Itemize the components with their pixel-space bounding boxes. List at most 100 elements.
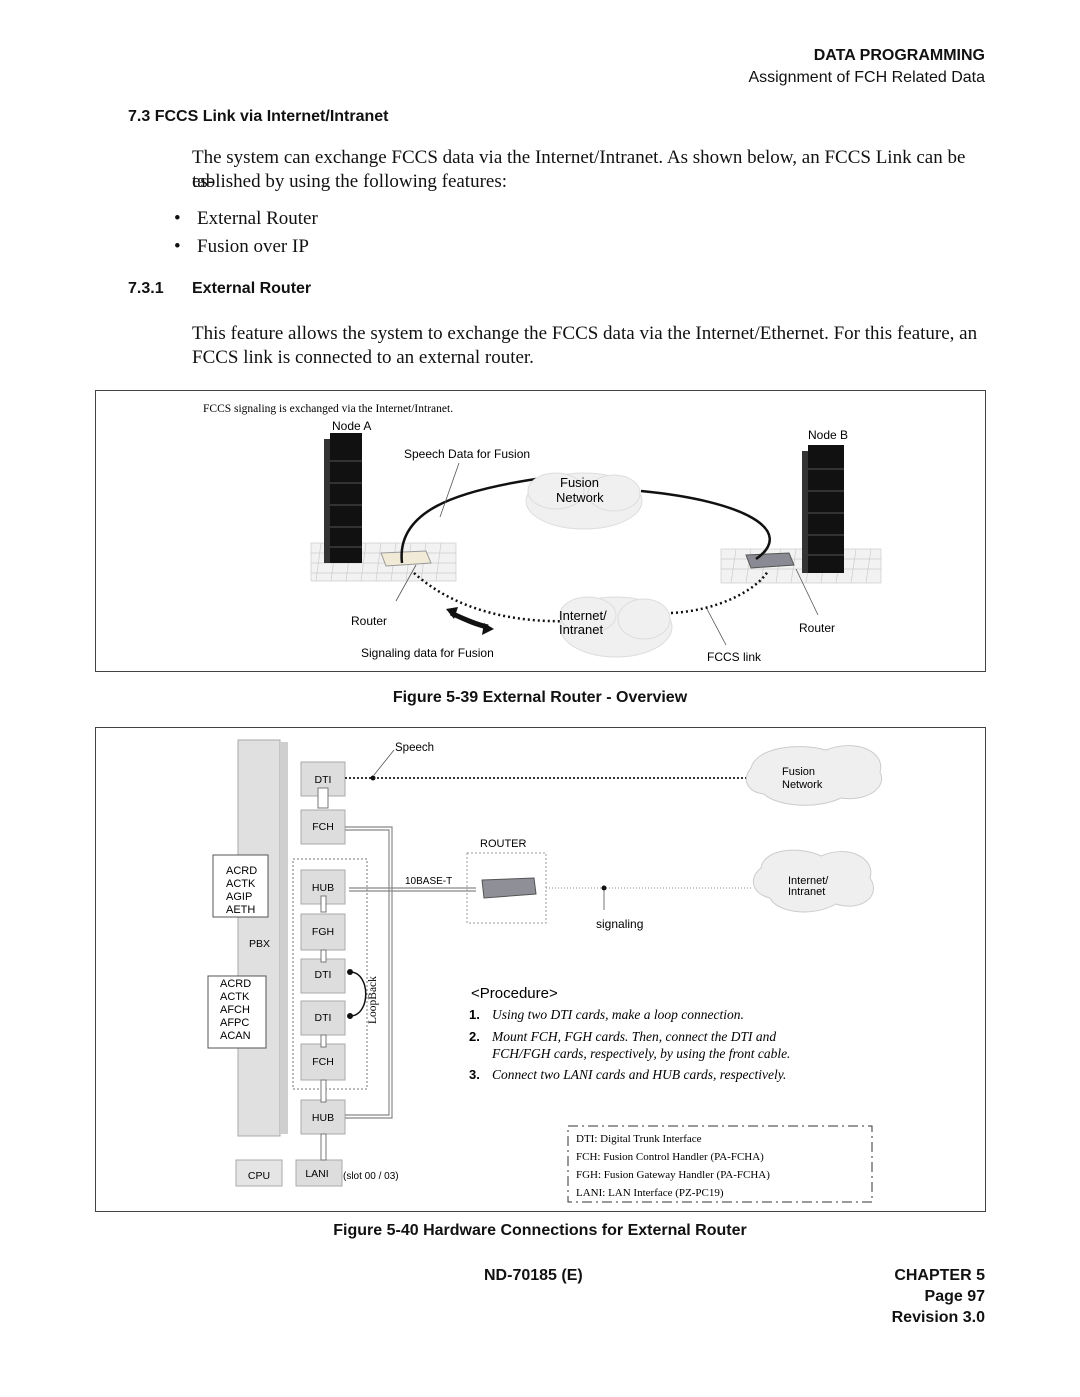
- router-node-b-icon: [745, 552, 795, 569]
- page-number: Page 97: [924, 1288, 985, 1305]
- subsection-para-line-1: This feature allows the system to exchan…: [192, 323, 978, 344]
- intro-line-1: The system can exchange FCCS data via th…: [192, 147, 966, 192]
- fch-fgh-group-box: [292, 858, 368, 1090]
- card-fgh: [300, 913, 346, 951]
- label-internet: Internet/: [559, 608, 607, 623]
- card-cpu: [235, 1159, 283, 1187]
- label-network: Network: [782, 779, 823, 791]
- command-box-2: [207, 975, 267, 1049]
- legend-dti: DTI: Digital Trunk Interface: [576, 1133, 702, 1145]
- step-3-text: Connect two LANI cards and HUB cards, re…: [492, 1067, 786, 1082]
- label-node-a: Node A: [332, 419, 371, 433]
- pbx-chassis: [237, 739, 288, 1137]
- figure-external-router-overview: FCCS signaling is exchanged via the Inte…: [95, 390, 986, 672]
- section-subtitle: Assignment of FCH Related Data: [748, 69, 985, 86]
- label-speech-data: Speech Data for Fusion: [404, 447, 530, 461]
- label-router: ROUTER: [480, 838, 527, 850]
- cmd2-afch: AFCH: [220, 1004, 250, 1016]
- card-label-hub-2: HUB: [312, 1112, 334, 1124]
- card-label-fch-2: FCH: [312, 1056, 334, 1068]
- internet-intranet-cloud: [559, 596, 673, 658]
- speech-path-arc: [400, 477, 771, 564]
- floor-grid-right: [720, 548, 882, 584]
- bidirectional-arrow-icon: [446, 607, 494, 635]
- label-signaling-data: Signaling data for Fusion: [361, 646, 494, 660]
- cmd2-actk: ACTK: [220, 991, 250, 1003]
- document-id: ND-70185 (E): [484, 1267, 583, 1284]
- procedure-title: <Procedure>: [471, 985, 558, 1002]
- legend-fgh: FGH: Fusion Gateway Handler (PA-FCHA): [576, 1169, 770, 1181]
- card-label-cpu: CPU: [248, 1170, 270, 1182]
- subsection-number: 7.3.1: [128, 280, 164, 297]
- cmd1-aeth: AETH: [226, 904, 255, 916]
- label-loopback: LoopBack: [367, 976, 379, 1024]
- label-node-b: Node B: [808, 428, 848, 442]
- router-icon: [481, 877, 537, 899]
- bullet-marker: •: [174, 236, 181, 257]
- label-intranet: Intranet: [788, 886, 825, 898]
- bullet-external-router: External Router: [197, 208, 318, 229]
- fusion-network-cloud: [525, 472, 643, 530]
- card-dti-3: [300, 1000, 346, 1036]
- heading-7-3: 7.3 FCCS Link via Internet/Intranet: [128, 108, 389, 125]
- card-label-fgh: FGH: [312, 926, 334, 938]
- bullet-fusion-over-ip: Fusion over IP: [197, 236, 309, 257]
- revision: Revision 3.0: [891, 1309, 985, 1326]
- card-label-lani: LANI: [305, 1168, 328, 1180]
- figure1-note: FCCS signaling is exchanged via the Inte…: [203, 403, 453, 415]
- label-network: Network: [556, 490, 604, 505]
- label-slot: (slot 00 / 03): [343, 1171, 399, 1182]
- cmd1-actk: ACTK: [226, 878, 256, 890]
- label-router-right: Router: [799, 621, 835, 635]
- legend-box: [567, 1125, 873, 1203]
- cmd2-afpc: AFPC: [220, 1017, 249, 1029]
- step-2-text: Mount FCH, FGH cards. Then, connect the …: [491, 1029, 776, 1044]
- cmd1-agip: AGIP: [226, 891, 252, 903]
- label-signaling: signaling: [596, 917, 643, 931]
- step-3-num: 3.: [469, 1067, 480, 1082]
- label-speech: Speech: [395, 742, 434, 754]
- label-10base-t: 10BASE-T: [405, 876, 452, 887]
- pbx-cabinet-node-a: [324, 433, 362, 563]
- subsection-title: External Router: [192, 280, 312, 297]
- card-dti-2: [300, 958, 346, 994]
- label-internet: Internet/: [788, 875, 829, 887]
- card-label-dti-3: DTI: [315, 1012, 332, 1024]
- card-lani: [295, 1159, 343, 1187]
- intro-line-2: tablished by using the following feature…: [192, 171, 508, 192]
- subsection-para-line-2: FCCS link is connected to an external ro…: [192, 347, 534, 368]
- label-intranet: Intranet: [559, 622, 603, 637]
- card-label-hub-1: HUB: [312, 882, 334, 894]
- figure2-caption: Figure 5-40 Hardware Connections for Ext…: [333, 1222, 747, 1239]
- figure1-caption: Figure 5-39 External Router - Overview: [392, 689, 688, 706]
- label-fusion: Fusion: [782, 766, 815, 778]
- cmd1-acrd: ACRD: [226, 865, 257, 877]
- step-2-num: 2.: [469, 1029, 480, 1044]
- card-label-dti-1: DTI: [315, 774, 332, 786]
- chapter-number: CHAPTER 5: [894, 1267, 985, 1284]
- legend-fch: FCH: Fusion Control Handler (PA-FCHA): [576, 1151, 764, 1163]
- label-fusion: Fusion: [560, 475, 599, 490]
- signaling-path-arc: [413, 570, 770, 623]
- step-2-text-cont: FCH/FGH cards, respectively, by using th…: [491, 1046, 790, 1061]
- loopback-cable: [349, 971, 367, 1017]
- legend-lani: LANI: LAN Interface (PZ-PC19): [576, 1187, 724, 1199]
- pbx-cabinet-node-b: [802, 445, 844, 573]
- label-pbx: PBX: [249, 938, 270, 950]
- step-1-num: 1.: [469, 1007, 480, 1022]
- card-fch-1: [300, 809, 346, 845]
- label-fccs-link: FCCS link: [707, 650, 762, 664]
- router-node-a-icon: [380, 550, 432, 567]
- command-box-1: [212, 854, 269, 918]
- figure-hardware-connections: Speech Fusion Network ROUTER 10BASE-T In…: [95, 727, 986, 1212]
- fusion-network-cloud: [745, 745, 883, 806]
- cmd2-acan: ACAN: [220, 1030, 251, 1042]
- internet-intranet-cloud: [752, 849, 874, 913]
- section-title: DATA PROGRAMMING: [813, 47, 985, 64]
- step-1-text: Using two DTI cards, make a loop connect…: [492, 1007, 744, 1022]
- cmd2-acrd: ACRD: [220, 978, 251, 990]
- label-router-left: Router: [351, 614, 387, 628]
- card-label-dti-2: DTI: [315, 969, 332, 981]
- bullet-marker: •: [174, 208, 181, 229]
- card-label-fch-1: FCH: [312, 821, 334, 833]
